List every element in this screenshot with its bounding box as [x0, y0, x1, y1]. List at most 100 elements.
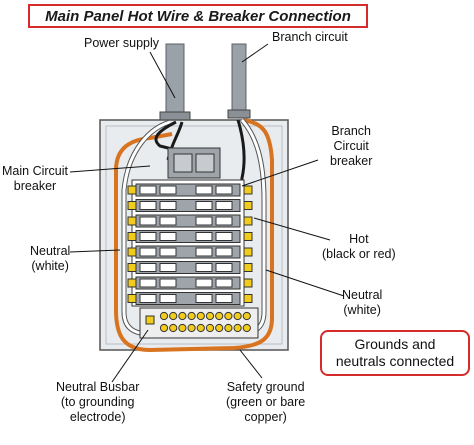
label-line: electrode) [69, 410, 126, 424]
busbar-terminal [224, 311, 233, 321]
label-neutral-right: Neutral (white) [342, 288, 382, 318]
busbar-terminal [205, 311, 215, 321]
breaker-switch [215, 232, 233, 241]
busbar-terminal [159, 323, 169, 333]
label-neutral-left: Neutral (white) [30, 244, 70, 274]
label-line: (black or red) [322, 247, 396, 261]
breaker-switch [139, 278, 157, 288]
label-line: (to grounding [60, 395, 135, 409]
label-line: breaker [330, 154, 373, 168]
breaker-switch [139, 294, 157, 303]
breaker-switch [215, 185, 233, 195]
busbar-terminal [169, 311, 178, 321]
leader-lines [69, 43, 345, 383]
branch-circuit-conduit [231, 43, 247, 115]
busbar-terminal [215, 323, 224, 333]
breaker-terminal [243, 201, 253, 210]
breaker-terminal [243, 232, 253, 241]
breaker-switch [215, 216, 233, 226]
busbar-terminal [196, 311, 205, 321]
label-power-supply: Power supply [84, 36, 159, 51]
label-power-supply-text: Power supply [84, 36, 160, 50]
label-line: Branch [331, 124, 371, 138]
busbar-terminal [178, 311, 187, 321]
busbar-terminal [233, 311, 242, 321]
busbar-terminal [233, 323, 242, 333]
breaker-terminal [243, 294, 253, 303]
breaker-terminal [243, 278, 253, 288]
busbar-terminal [169, 323, 178, 333]
breaker-switch [159, 201, 177, 210]
breaker-terminal [127, 185, 137, 195]
breaker-switch [139, 263, 157, 272]
note-line: neutrals connected [335, 353, 455, 369]
breaker-terminal [243, 247, 253, 257]
breaker-switch [139, 201, 157, 210]
label-line: copper) [244, 410, 287, 424]
label-branch-circuit-text: Branch circuit [272, 30, 348, 44]
label-hot: Hot (black or red) [322, 232, 396, 262]
breaker-terminal [243, 216, 253, 226]
breaker-terminal [127, 201, 137, 210]
busbar-terminal [205, 323, 215, 333]
breaker-switch [159, 294, 177, 303]
label-line: Neutral Busbar [56, 380, 140, 394]
breaker-switch [139, 216, 157, 226]
breaker-terminal [127, 247, 137, 257]
breaker-switch [195, 278, 213, 288]
breaker-switch [195, 294, 213, 303]
label-line: Safety ground [226, 380, 305, 394]
breaker-switch [215, 247, 233, 257]
label-line: (green or bare [226, 395, 306, 409]
label-line: Hot [349, 232, 369, 246]
breaker-terminal [127, 278, 137, 288]
label-main-circuit-breaker: Main Circuit breaker [2, 164, 68, 194]
hot-supply-wire [154, 120, 177, 152]
label-line: (white) [31, 259, 69, 273]
breaker-terminal [127, 216, 137, 226]
safety-ground-wire [114, 118, 274, 353]
note-box: Grounds and neutrals connected [320, 330, 470, 376]
breaker-switch [215, 201, 233, 210]
label-line: Neutral [342, 288, 383, 302]
breaker-switch [215, 278, 233, 288]
busbar-terminal [215, 311, 224, 321]
busbar-terminal [242, 323, 251, 333]
breaker-switch [195, 232, 213, 241]
label-safety-ground: Safety ground (green or bare copper) [226, 380, 305, 425]
breaker-switch [159, 232, 177, 241]
breaker-terminal [127, 232, 137, 241]
breaker-switch [215, 263, 233, 272]
breaker-switch [139, 185, 157, 195]
label-branch-circuit-breaker: Branch Circuit breaker [330, 124, 372, 169]
breaker-terminal [243, 263, 253, 272]
label-line: Neutral [30, 244, 71, 258]
breaker-switch [159, 278, 177, 288]
breaker-switch [159, 247, 177, 257]
label-line: Main Circuit [2, 164, 68, 178]
busbar-terminal [187, 311, 196, 321]
breaker-switch [159, 185, 177, 195]
busbar-terminal [159, 311, 169, 321]
breaker-switch [139, 247, 157, 257]
label-line: Circuit [333, 139, 369, 153]
panel-inner-frame [105, 125, 283, 345]
breaker-switch [195, 216, 213, 226]
breaker-switch [215, 294, 233, 303]
breaker-terminal [127, 263, 137, 272]
label-neutral-busbar: Neutral Busbar (to grounding electrode) [56, 380, 139, 425]
branch-circuit-connector [227, 109, 251, 119]
title-box: Main Panel Hot Wire & Breaker Connection [28, 4, 368, 28]
label-line: breaker [13, 179, 57, 193]
breaker-switch [195, 201, 213, 210]
breaker-switch [139, 232, 157, 241]
note-line: Grounds and [354, 336, 436, 352]
breaker-terminal [243, 185, 253, 195]
breaker-switch [195, 185, 213, 195]
power-supply-conduit [165, 43, 185, 115]
breaker-terminal [127, 294, 137, 303]
breaker-switch [159, 263, 177, 272]
breaker-switch [195, 247, 213, 257]
